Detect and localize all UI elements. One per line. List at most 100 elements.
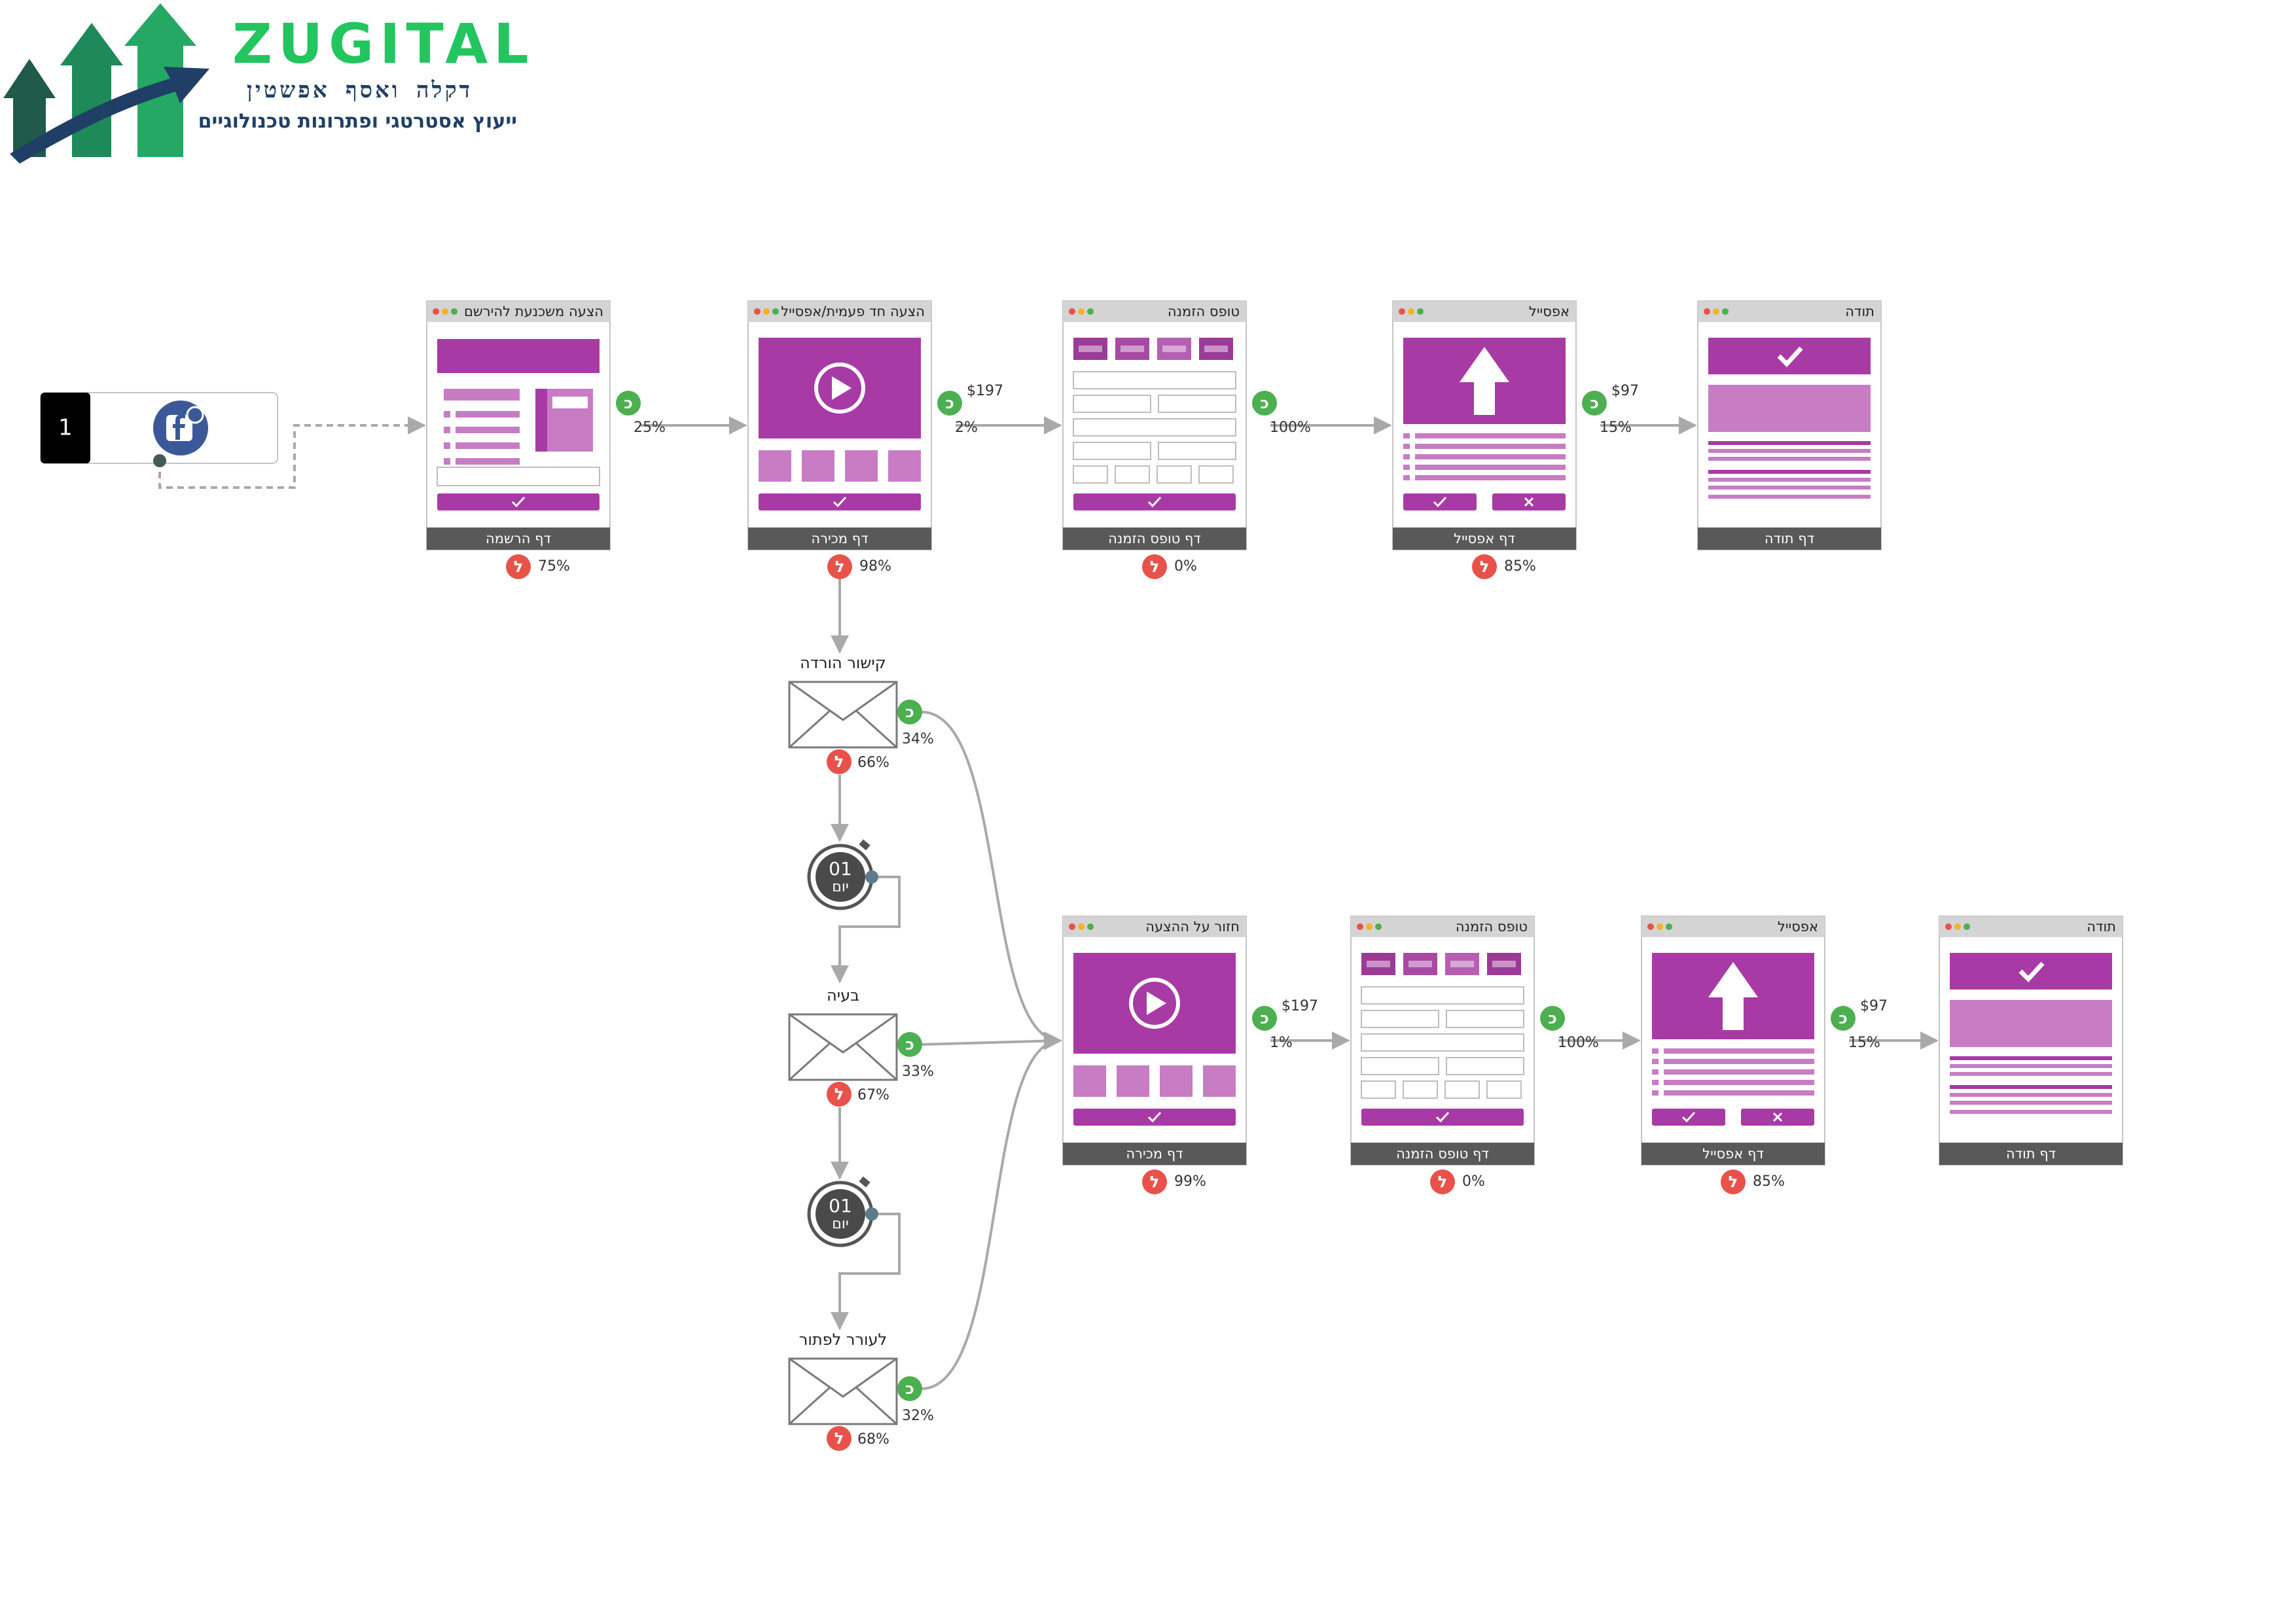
no-badge-letter: ל	[834, 1085, 844, 1103]
no-path-badge: ל	[506, 554, 531, 579]
page-footer-label: דף טופס הזמנה	[1396, 1146, 1489, 1162]
yes-badge-letter: כ	[1260, 1009, 1269, 1027]
yes-badge-letter: כ	[624, 394, 633, 412]
window-close-dot	[1647, 923, 1654, 930]
window-minimize-dot	[1954, 923, 1961, 930]
page-footer-label: דף תודה	[1765, 531, 1814, 546]
yes-path-badge: כ	[1831, 1006, 1856, 1031]
no-path-badge: ל	[1142, 554, 1167, 579]
window-minimize-dot	[1408, 308, 1414, 315]
no-path-badge: ל	[1430, 1169, 1455, 1194]
no-path-percent: 85%	[1504, 558, 1536, 575]
window-maximize-dot	[451, 308, 457, 315]
brand-subtagline: ייעוץ אסטרטגי ופתרונות טכנולוגיים	[198, 110, 517, 133]
window-minimize-dot	[1078, 308, 1085, 315]
yes-badge-letter: כ	[905, 1380, 914, 1398]
yes-path-percent: 15%	[1600, 419, 1632, 436]
no-badge-letter: ל	[834, 753, 844, 771]
page-title: הצעה משכנעת להירשם	[464, 304, 603, 319]
no-path-badge: ל	[827, 554, 852, 579]
yes-path-badge: כ	[616, 391, 641, 416]
no-path-badge: ל	[827, 1082, 852, 1107]
page-footer-label: דף מכירה	[811, 531, 868, 546]
no-badge-letter: ל	[1150, 1173, 1160, 1191]
window-close-dot	[1399, 308, 1405, 315]
no-badge-letter: ל	[835, 558, 845, 576]
no-path-percent: 75%	[538, 558, 570, 575]
page-footer-label: דף אפסייל	[1702, 1146, 1764, 1162]
funnel-page-9[interactable]: תודה דף תודה	[1939, 916, 2123, 1166]
yes-badge-letter: כ	[1548, 1009, 1557, 1027]
timer-connector-dot	[865, 870, 878, 883]
window-minimize-dot	[763, 308, 770, 315]
email-node-3[interactable]: לעורר לפתור כ 32% ל 68%	[788, 1330, 934, 1451]
page-title: תודה	[2087, 919, 2116, 935]
price-label: $97	[1611, 383, 1639, 399]
yes-badge-letter: כ	[945, 394, 954, 412]
window-minimize-dot	[1366, 923, 1372, 930]
yes-badge-letter: כ	[905, 1035, 914, 1054]
window-close-dot	[1069, 923, 1075, 930]
brand-tagline: דקלה ואסף אפשטין	[247, 77, 473, 103]
yes-path-percent: 32%	[902, 1408, 934, 1424]
timer-value: 01	[829, 1195, 852, 1217]
page-footer-label: דף מכירה	[1126, 1146, 1183, 1162]
yes-badge-letter: כ	[1839, 1009, 1848, 1027]
window-maximize-dot	[772, 308, 779, 315]
yes-path-percent: 34%	[902, 731, 934, 747]
yes-path-badge: כ	[897, 1376, 922, 1401]
no-path-percent: 68%	[857, 1431, 889, 1448]
window-maximize-dot	[1722, 308, 1729, 315]
brand-logo-icon	[3, 3, 209, 164]
facebook-ads-icon	[153, 401, 208, 455]
window-close-dot	[1945, 923, 1952, 930]
page-title: טופס הזמנה	[1456, 919, 1528, 935]
envelope-icon	[788, 1357, 898, 1425]
no-badge-letter: ל	[834, 1429, 844, 1448]
price-label: $197	[1282, 998, 1318, 1014]
window-maximize-dot	[1375, 923, 1382, 930]
yes-path-badge: כ	[1252, 391, 1277, 416]
window-maximize-dot	[1964, 923, 1970, 930]
yes-path-percent: 2%	[955, 419, 978, 436]
page-footer-label: דף אפסייל	[1454, 531, 1515, 546]
yes-badge-letter: כ	[1590, 394, 1599, 412]
page-title: אפסייל	[1529, 304, 1570, 319]
funnel-page-5[interactable]: תודה דף תודה	[1697, 300, 1882, 550]
no-badge-letter: ל	[1480, 558, 1490, 576]
yes-path-badge: כ	[1582, 391, 1607, 416]
page-title: טופס הזמנה	[1168, 304, 1240, 319]
timer-unit: יום	[832, 879, 849, 895]
email-title: לעורר לפתור	[799, 1330, 887, 1349]
no-path-percent: 66%	[857, 755, 889, 771]
traffic-source-node[interactable]: 1	[40, 392, 278, 467]
price-label: $197	[967, 383, 1003, 399]
no-path-badge: ל	[1142, 1169, 1167, 1194]
funnel-page-4[interactable]: אפסייל דף אפסייל ל 85% כ15% $97	[1392, 300, 1639, 579]
no-path-badge: ל	[827, 1426, 852, 1451]
source-number: 1	[58, 415, 73, 441]
brand-name: ZUGITAL	[232, 12, 535, 76]
window-minimize-dot	[442, 308, 448, 315]
yes-path-percent: 100%	[1270, 419, 1311, 436]
window-close-dot	[433, 308, 439, 315]
no-path-percent: 98%	[859, 558, 891, 575]
window-close-dot	[1357, 923, 1363, 930]
no-badge-letter: ל	[1438, 1173, 1448, 1191]
yes-path-badge: כ	[1252, 1006, 1277, 1031]
page-title: תודה	[1845, 304, 1874, 319]
window-minimize-dot	[1713, 308, 1719, 315]
page-footer-label: דף תודה	[2006, 1146, 2056, 1162]
source-connector-dot	[153, 454, 166, 467]
yes-path-percent: 1%	[1270, 1035, 1293, 1051]
